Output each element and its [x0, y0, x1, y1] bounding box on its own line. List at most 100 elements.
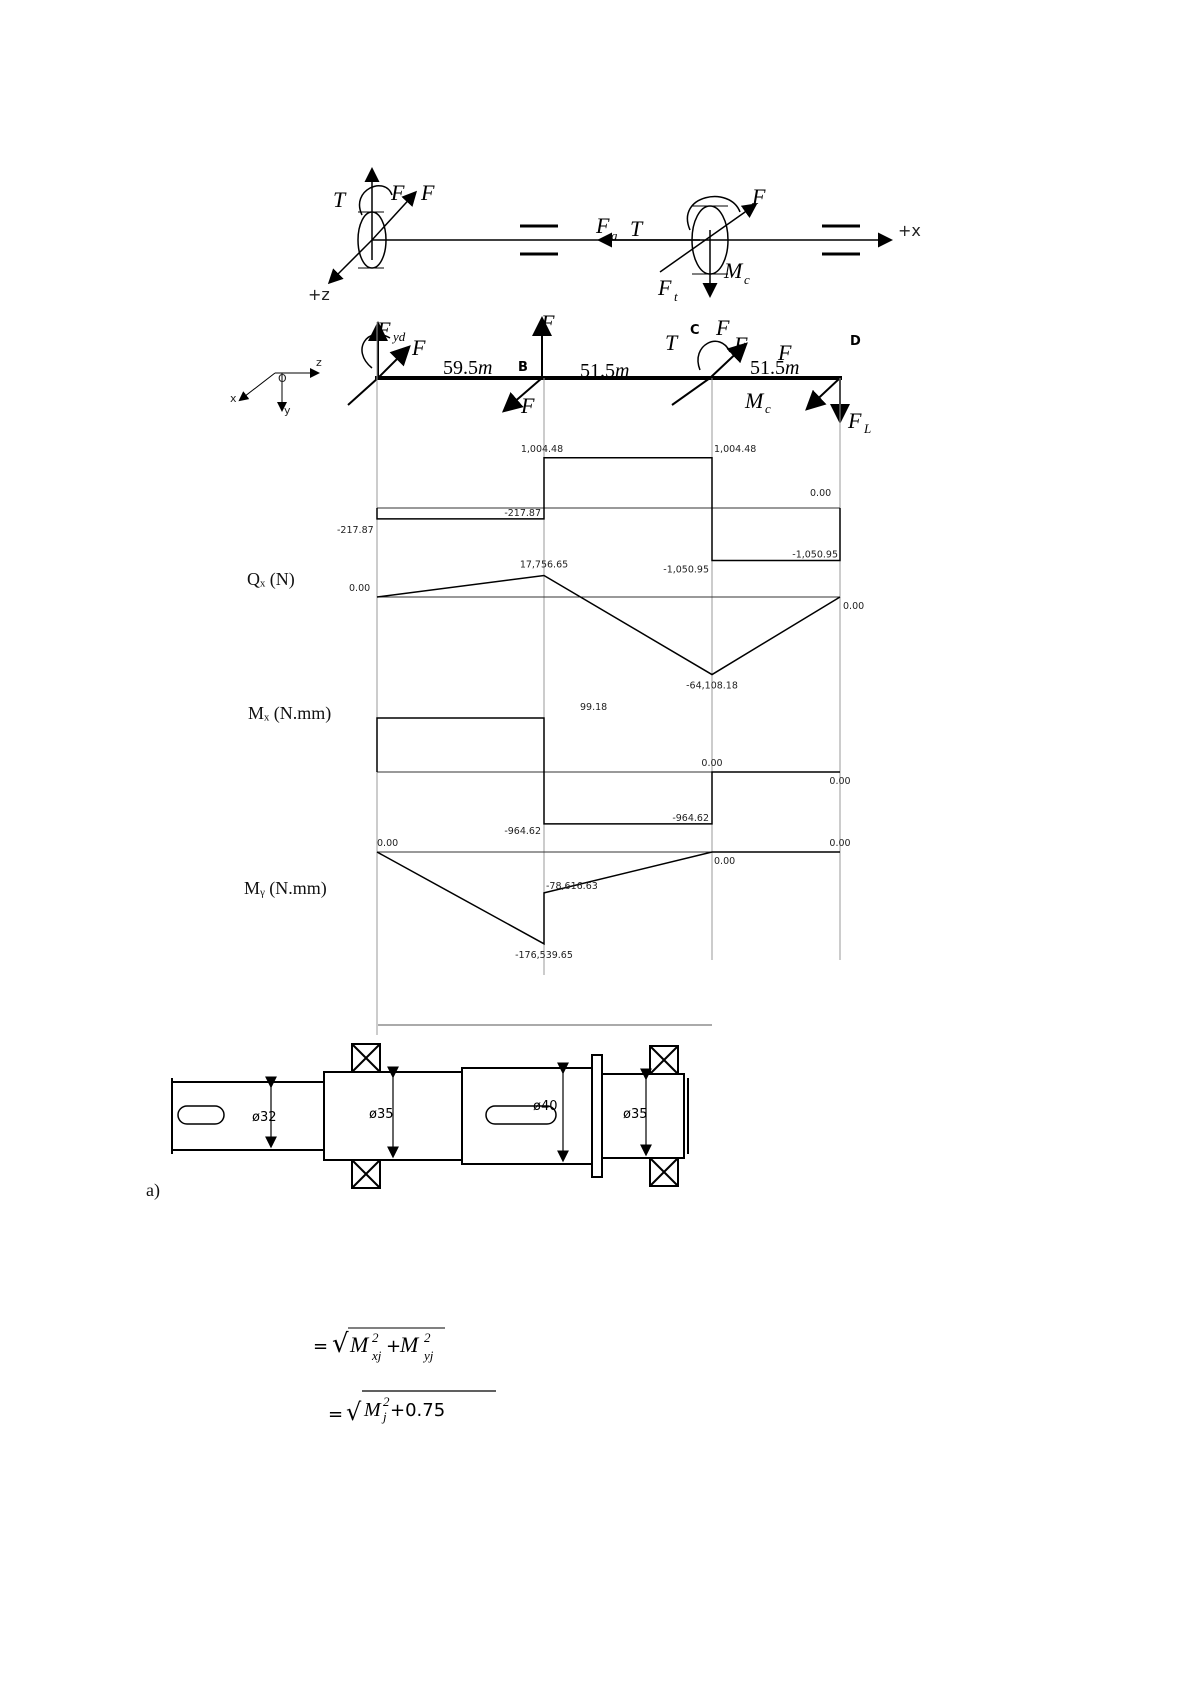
- svg-text:2: 2: [424, 1330, 431, 1345]
- my-label-d: 0.00: [829, 838, 850, 849]
- fbx-label: F: [520, 393, 535, 418]
- left-torque-label: T: [333, 187, 347, 212]
- my-label-c: 0.00: [714, 856, 735, 867]
- svg-text:x: x: [230, 392, 237, 405]
- svg-text:y: y: [284, 404, 291, 417]
- svg-text:j: j: [381, 1409, 387, 1424]
- p3-label-b: -964.62: [504, 826, 541, 837]
- left-force2-label: F: [420, 180, 435, 205]
- shaft-drawing: ø32 ø35 ø40 ø35: [171, 1024, 712, 1189]
- svg-text:=: =: [328, 1404, 343, 1425]
- c-diag-arrow: [671, 377, 711, 406]
- equation-2: = √ M 2 j +0.75: [328, 1390, 496, 1426]
- my-series-line: [376, 851, 840, 946]
- svg-text:z: z: [316, 356, 322, 369]
- span-ab: 59.5m: [443, 357, 492, 379]
- point-d-label: D: [850, 334, 861, 349]
- bearing-d-symbol: [822, 224, 860, 256]
- t1-label: T: [665, 330, 679, 355]
- shaft-section-3: [461, 1067, 593, 1165]
- mx-label-b: 17,756.65: [520, 560, 568, 571]
- left-force-label: F: [390, 180, 405, 205]
- fd-label: F: [777, 340, 792, 365]
- dia-2: ø35: [369, 1107, 394, 1122]
- svg-text:=: =: [313, 1336, 328, 1357]
- fb-label: F: [540, 310, 555, 335]
- svg-text:M: M: [349, 1332, 370, 1357]
- my-label-a: 0.00: [377, 838, 398, 849]
- qx-label-b-right: 1,004.48: [521, 444, 563, 455]
- point-b-label: B: [518, 360, 528, 375]
- plus-z-label: +z: [308, 285, 330, 304]
- fc-label: F: [715, 315, 730, 340]
- p3-label-c-left: -964.62: [672, 813, 709, 824]
- c-torque-arc: [697, 340, 731, 371]
- bearing-right-top: [649, 1045, 679, 1075]
- svg-text:2: 2: [383, 1394, 390, 1409]
- a-diag-up-arrow: [377, 345, 411, 379]
- mx-label-c: -64,108.18: [686, 681, 738, 692]
- mx-label-d: 0.00: [843, 601, 864, 612]
- fyd-sub: yd: [391, 329, 406, 344]
- beam-model: O z x y F yd F 59.5m 51.5m 51.5m B F F C…: [230, 310, 871, 436]
- fd-bottom-label: F: [847, 408, 862, 433]
- dia-1: ø32: [252, 1110, 277, 1125]
- beam-mc-label: M: [744, 388, 765, 413]
- shaft-collar: [591, 1054, 603, 1178]
- shaft-section-1: [171, 1081, 325, 1151]
- c-diag-up-arrow: [709, 342, 748, 379]
- d-diag-arrow: [805, 377, 841, 411]
- dia-3: ø40: [533, 1099, 558, 1114]
- span-bc: 51.5m: [580, 360, 629, 382]
- mx-series-line: [376, 574, 841, 676]
- svg-text:√: √: [332, 1329, 349, 1359]
- my-label-b-jump: -78,616.63: [546, 881, 598, 892]
- svg-text:xj: xj: [371, 1348, 382, 1363]
- coordinate-axes-icon: O z x y: [230, 356, 322, 417]
- p3-label-c-right: 0.00: [701, 758, 722, 769]
- p3-series-line: [376, 717, 840, 825]
- guide-lines: [376, 322, 841, 1035]
- p3-label-d: 0.00: [829, 776, 850, 787]
- dia-4: ø35: [623, 1107, 648, 1122]
- bearing-b-symbol: [520, 224, 558, 256]
- equation-1: = √ M 2 xj + M 2 yj: [313, 1327, 445, 1363]
- qx-label-d-left: -1,050.95: [792, 550, 838, 561]
- bearing-left-bottom: [351, 1159, 381, 1189]
- qx-label-a: -217.87: [337, 525, 374, 536]
- svg-text:M: M: [399, 1332, 420, 1357]
- fd-bottom-sub: L: [863, 421, 871, 436]
- a-torque-arc: [361, 333, 391, 369]
- bearing-left-top: [351, 1043, 381, 1073]
- ft-label: F: [657, 275, 672, 300]
- keyway-2: [485, 1105, 557, 1125]
- mx-label-mid: 99.18: [580, 702, 607, 713]
- qx-panel-label: Qₓ (N): [247, 569, 295, 590]
- corner-mark: a): [146, 1180, 160, 1201]
- a-diag-down-arrow: [347, 377, 379, 406]
- svg-text:+0.75: +0.75: [390, 1400, 445, 1421]
- svg-text:2: 2: [372, 1330, 379, 1345]
- mx-panel-label: Mₓ (N.mm): [248, 703, 331, 724]
- point-c-label: C: [690, 323, 700, 338]
- left-radial-arrow: [371, 190, 418, 241]
- svg-text:√: √: [346, 1398, 362, 1426]
- fc2-label: F: [733, 332, 748, 357]
- plus-x-label: +x: [898, 221, 921, 240]
- qx-label-c-right: -1,050.95: [663, 565, 709, 576]
- mx-label-a: 0.00: [349, 583, 370, 594]
- left-torque-arc: [358, 185, 393, 216]
- mc-sub: c: [744, 272, 750, 287]
- left-axial-arrow: [327, 239, 373, 285]
- right-torque-arc: [686, 195, 741, 231]
- svg-text:O: O: [278, 372, 287, 385]
- fa-label: F: [595, 213, 610, 238]
- svg-text:yj: yj: [422, 1348, 434, 1363]
- my-panel-label: Mᵧ (N.mm): [244, 878, 327, 899]
- qx-label-b-left: -217.87: [504, 508, 541, 519]
- fyd-label: F: [376, 317, 391, 342]
- fx-label: F: [411, 335, 426, 360]
- ft-sub: t: [674, 289, 678, 304]
